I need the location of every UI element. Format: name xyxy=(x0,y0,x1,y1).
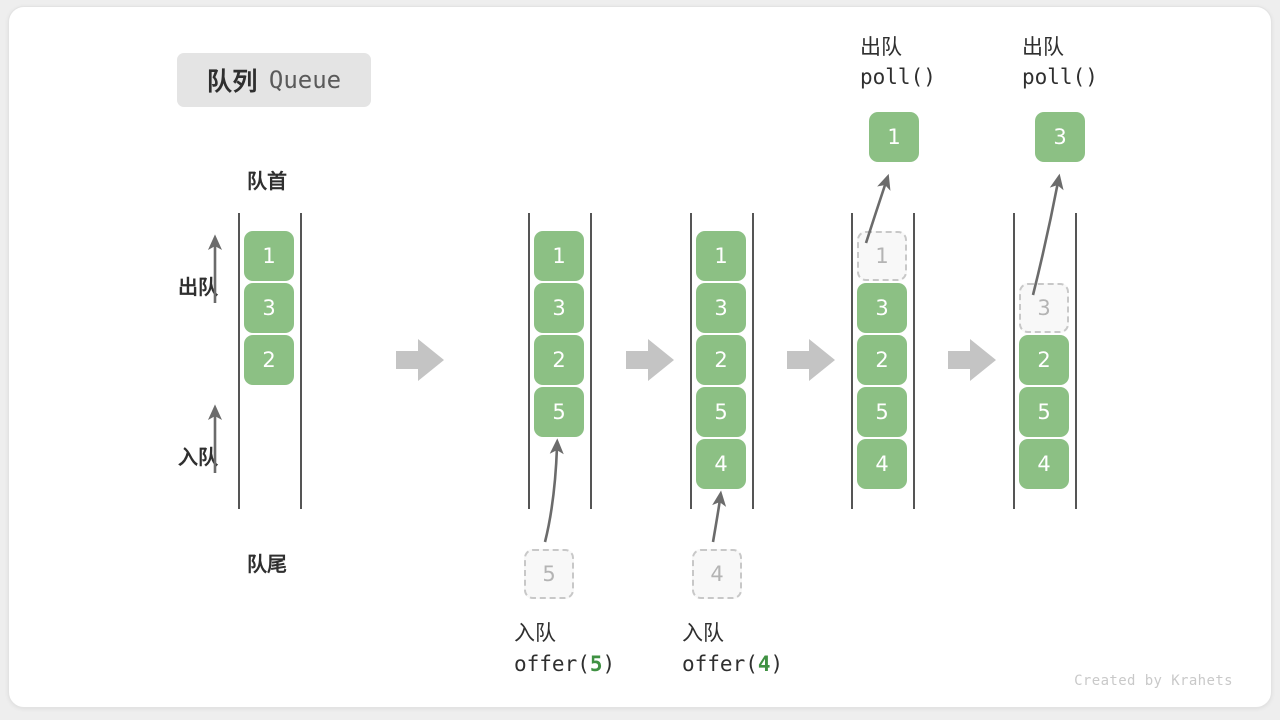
queue-cell: 5 xyxy=(534,387,584,437)
queue-rail-left-3 xyxy=(690,213,692,509)
queue-rail-right-1 xyxy=(300,213,302,509)
operation-label-cn: 出队 xyxy=(1022,36,1064,59)
step-arrow-2 xyxy=(626,339,674,381)
incoming-element: 5 xyxy=(524,549,574,599)
queue-rail-left-4 xyxy=(851,213,853,509)
incoming-element: 4 xyxy=(692,549,742,599)
enqueue-arrow-5 xyxy=(543,438,564,543)
queue-cell: 5 xyxy=(1019,387,1069,437)
title-english: Queue xyxy=(268,66,342,94)
operation-caption-offer-4: 入队 offer(4) xyxy=(682,619,892,679)
footer-credit: Created by Krahets xyxy=(1074,673,1233,689)
queue-rail-right-5 xyxy=(1075,213,1077,509)
operation-caption-poll-3: 出队 poll() xyxy=(1022,33,1212,93)
queue-head-label: 队首 xyxy=(247,171,287,193)
queue-cell: 4 xyxy=(696,439,746,489)
queue-rail-right-4 xyxy=(913,213,915,509)
queue-cell: 5 xyxy=(696,387,746,437)
outgoing-element: 3 xyxy=(1035,112,1085,162)
queue-cell: 1 xyxy=(857,231,907,281)
step-arrow-4 xyxy=(948,339,996,381)
queue-cell: 5 xyxy=(857,387,907,437)
dequeue-direction-label: 出队 xyxy=(178,277,218,299)
title-badge: 队列 Queue xyxy=(177,53,371,107)
queue-tail-label: 队尾 xyxy=(247,554,287,576)
queue-cell: 2 xyxy=(244,335,294,385)
queue-rail-right-2 xyxy=(590,213,592,509)
queue-cell: 1 xyxy=(534,231,584,281)
operation-caption-poll-1: 出队 poll() xyxy=(860,33,1050,93)
enqueue-arrow-4 xyxy=(711,490,727,543)
queue-cell: 2 xyxy=(696,335,746,385)
step-arrow-1 xyxy=(396,339,444,381)
operation-label-cn: 出队 xyxy=(860,36,902,59)
queue-rail-right-3 xyxy=(752,213,754,509)
diagram-card: 队列 Queue 队首 队尾 出队 入队 1 3 2 1 3 2 5 5 入队 … xyxy=(8,6,1272,708)
queue-cell: 1 xyxy=(696,231,746,281)
outgoing-element: 1 xyxy=(869,112,919,162)
queue-cell: 3 xyxy=(696,283,746,333)
operation-code: offer(4) xyxy=(682,652,784,677)
operation-code: poll() xyxy=(860,64,936,89)
queue-rail-left-1 xyxy=(238,213,240,509)
queue-cell: 1 xyxy=(244,231,294,281)
arrow-overlay xyxy=(207,173,1064,543)
queue-cell: 3 xyxy=(244,283,294,333)
queue-rail-left-2 xyxy=(528,213,530,509)
operation-label-cn: 入队 xyxy=(682,622,724,645)
operation-caption-offer-5: 入队 offer(5) xyxy=(514,619,724,679)
operation-arg: 4 xyxy=(757,652,771,677)
queue-cell: 3 xyxy=(857,283,907,333)
operation-code: offer(5) xyxy=(514,652,616,677)
step-arrow-3 xyxy=(787,339,835,381)
dequeue-arrow-3 xyxy=(1031,173,1064,296)
queue-cell: 2 xyxy=(1019,335,1069,385)
queue-cell: 4 xyxy=(1019,439,1069,489)
enqueue-direction-label: 入队 xyxy=(178,447,218,469)
queue-cell: 4 xyxy=(857,439,907,489)
queue-cell: 2 xyxy=(534,335,584,385)
queue-rail-left-5 xyxy=(1013,213,1015,509)
title-chinese: 队列 xyxy=(206,68,258,96)
queue-cell: 2 xyxy=(857,335,907,385)
queue-cell: 3 xyxy=(1019,283,1069,333)
operation-code: poll() xyxy=(1022,64,1098,89)
operation-label-cn: 入队 xyxy=(514,622,556,645)
operation-arg: 5 xyxy=(589,652,603,677)
queue-cell: 3 xyxy=(534,283,584,333)
